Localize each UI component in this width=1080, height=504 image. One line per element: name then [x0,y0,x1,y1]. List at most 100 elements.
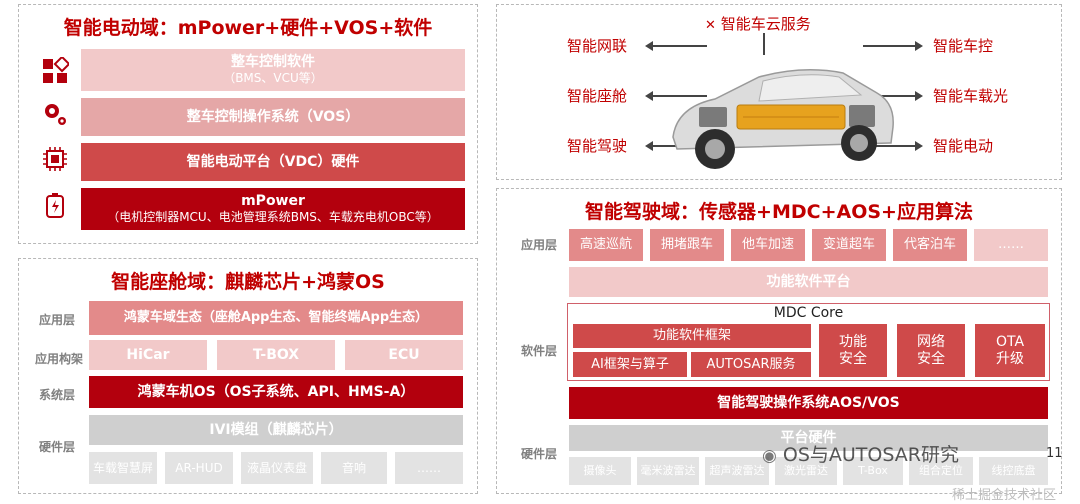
ai-framework-bar: AI框架与算子 [573,352,687,377]
hw-smart-screen: 车载智慧屏 [89,452,157,484]
hw-lcd-cluster-label: 液晶仪表盘 [246,460,307,475]
driving-domain-panel: 智能驾驶域：传感器+MDC+AOS+应用算法 应用层 软件层 硬件层 高速巡航 … [496,188,1062,494]
module-func-safety-line1: 功能 [839,333,867,350]
car-right-2: 智能电动 [933,137,994,155]
drive-layer-app: 应用层 [520,238,557,252]
arrow-left-0 [645,41,707,51]
car-panel: ✕ 智能车云服务 智能网联 智能座舱 智能驾驶 智能车控 智能车载光 智能电动 [496,4,1062,180]
battery-icon [46,193,64,218]
sensor-ultrasonic-label: 超声波雷达 [709,464,765,478]
car-left-0: 智能网联 [567,37,628,55]
vcu-software-bar: 整车控制软件 （BMS、VCU等） [81,49,465,91]
ai-framework-label: AI框架与算子 [591,356,669,372]
module-ota-upgrade: OTA 升级 [975,324,1045,377]
ivi-module-bar: IVI模组（麒麟芯片） [89,415,463,445]
hw-lcd-cluster: 液晶仪表盘 [241,452,313,484]
power-domain-title: 智能电动域：mPower+硬件+VOS+软件 [63,17,433,39]
cloud-connector [763,33,765,55]
chip-icon [43,147,67,171]
sensor-camera-label: 摄像头 [583,464,617,478]
page-number: 11 [1046,446,1063,461]
mdc-core-title: MDC Core [773,305,844,321]
app-highway-cruise: 高速巡航 [569,229,643,261]
car-right-1: 智能车载光 [933,87,1009,105]
mpower-title: mPower [241,193,305,210]
module-ota-upgrade-line2: 升级 [996,350,1024,367]
gears-icon [45,104,66,125]
hw-ar-hud: AR-HUD [165,452,233,484]
hw-audio-label: 音响 [341,460,366,475]
wechat-watermark: ◉ OS与AUTOSAR研究 [762,440,959,467]
app-highway-cruise-label: 高速巡航 [579,237,632,253]
vcu-software-title: 整车控制软件 [231,54,315,71]
hw-more-label: …… [417,460,441,475]
vdc-bar: 智能电动平台（VDC）硬件 [81,143,465,181]
car-right-0: 智能车控 [933,37,994,55]
app-more: …… [974,229,1048,261]
module-net-security-line2: 安全 [917,350,945,367]
app-lane-change-label: 变道超车 [822,237,875,253]
func-platform-bar: 功能软件平台 [569,267,1048,297]
aos-label: 智能驾驶操作系统AOS/VOS [717,394,900,411]
cloud-service-icon: ✕ [705,18,716,33]
func-framework-bar: 功能软件框架 [573,324,811,348]
arrow-right-1 [863,91,923,101]
arch-ecu-label: ECU [388,346,420,363]
sensor-ultrasonic: 超声波雷达 [705,457,769,485]
sensor-camera: 摄像头 [569,457,631,485]
vos-label: 整车控制操作系统（VOS） [186,108,360,125]
mpower-subtitle: （电机控制器MCU、电池管理系统BMS、车载充电机OBC等） [107,210,439,225]
hw-platform-label: 平台硬件 [780,429,837,446]
layer-label-system: 系统层 [38,388,75,402]
arrow-right-2 [863,141,923,151]
vos-bar: 整车控制操作系统（VOS） [81,98,465,136]
arch-tbox-label: T-BOX [252,346,300,363]
arch-hicar-label: HiCar [126,346,170,363]
sensor-mmwave: 毫米波雷达 [637,457,699,485]
car-left-2: 智能驾驶 [567,137,628,155]
layer-label-app: 应用层 [38,313,75,327]
cockpit-domain-panel: 智能座舱域：麒麟芯片+鸿蒙OS 应用层 应用构架 系统层 硬件层 鸿蒙车域生态（… [18,258,478,494]
aos-bar: 智能驾驶操作系统AOS/VOS [569,387,1048,419]
sensor-chassis: 线控底盘 [979,457,1048,485]
hw-ar-hud-label: AR-HUD [175,460,223,475]
apps-grid-icon [43,57,69,83]
driving-domain-title: 智能驾驶域：传感器+MDC+AOS+应用算法 [585,201,973,223]
hw-smart-screen-label: 车载智慧屏 [92,460,153,475]
wechat-icon: ◉ [762,446,777,466]
harmony-os-label: 鸿蒙车机OS（OS子系统、API、HMS-A） [137,383,415,400]
sensor-lidar-label: 激光雷达 [784,464,828,478]
hw-audio: 音响 [321,452,387,484]
app-other-accel: 他车加速 [731,229,805,261]
sensor-positioning: 组合定位 [909,457,973,485]
app-ecosystem-label: 鸿蒙车域生态（座舱App生态、智能终端App生态） [123,310,429,326]
autosar-bar: AUTOSAR服务 [691,352,811,377]
app-ecosystem-bar: 鸿蒙车域生态（座舱App生态、智能终端App生态） [89,301,463,335]
module-ota-upgrade-line1: OTA [995,333,1025,350]
harmony-os-bar: 鸿蒙车机OS（OS子系统、API、HMS-A） [89,376,463,408]
car-chassis-illustration [672,69,894,169]
arch-tbox: T-BOX [217,340,335,370]
vcu-software-subtitle: （BMS、VCU等） [223,71,323,86]
arch-ecu: ECU [345,340,463,370]
sensor-tbox-label: T-Box [858,464,888,478]
car-cloud-service: ✕ 智能车云服务 [705,13,811,34]
sensor-mmwave-label: 毫米波雷达 [640,464,696,478]
drive-layer-software: 软件层 [520,344,557,358]
drive-layer-hardware: 硬件层 [520,447,557,461]
app-lane-change: 变道超车 [812,229,886,261]
sensor-chassis-label: 线控底盘 [991,464,1036,478]
juejin-watermark: 稀土掘金技术社区 [952,488,1057,503]
ivi-module-label: IVI模组（麒麟芯片） [209,421,343,438]
mpower-bar: mPower （电机控制器MCU、电池管理系统BMS、车载充电机OBC等） [81,188,465,230]
hw-platform-bar: 平台硬件 [569,425,1048,451]
car-left-1: 智能座舱 [567,87,628,105]
vdc-label: 智能电动平台（VDC）硬件 [186,153,360,170]
layer-label-hardware: 硬件层 [38,440,75,454]
module-net-security-line1: 网络 [917,333,945,350]
power-domain-panel: 智能电动域：mPower+硬件+VOS+软件 整车控制软件 （BMS、VCU等）… [18,4,478,244]
hw-more: …… [395,452,463,484]
sensor-lidar: 激光雷达 [775,457,837,485]
sensor-tbox: T-Box [843,457,903,485]
app-valet-parking: 代客泊车 [893,229,967,261]
